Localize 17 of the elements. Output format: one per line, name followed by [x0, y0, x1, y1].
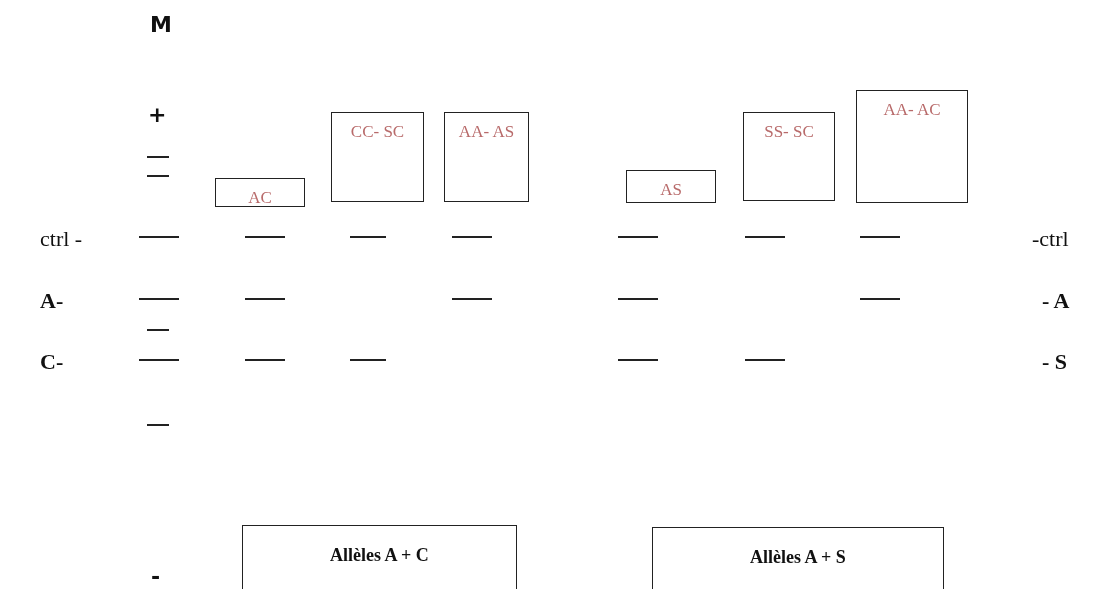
band-label: ctrl - — [40, 225, 83, 253]
genotype-box: AC — [215, 178, 305, 207]
marker-lane-label: M — [150, 11, 172, 39]
plus-sign: + — [148, 101, 167, 129]
allele-group-box: Allèles A + C — [242, 525, 517, 589]
band-label: - A — [1042, 287, 1070, 315]
genotype-box: CC- SC — [331, 112, 424, 202]
genotype-box: SS- SC — [743, 112, 835, 201]
genotype-box: AA- AC — [856, 90, 968, 203]
allele-group-box: Allèles A + S — [652, 527, 944, 589]
genotype-box: AA- AS — [444, 112, 529, 202]
genotype-box: AS — [626, 170, 716, 203]
band-label: - S — [1042, 348, 1068, 376]
minus-sign: - — [151, 563, 161, 589]
band-label: -ctrl — [1032, 225, 1069, 253]
band-label: A- — [40, 287, 64, 315]
band-label: C- — [40, 348, 64, 376]
